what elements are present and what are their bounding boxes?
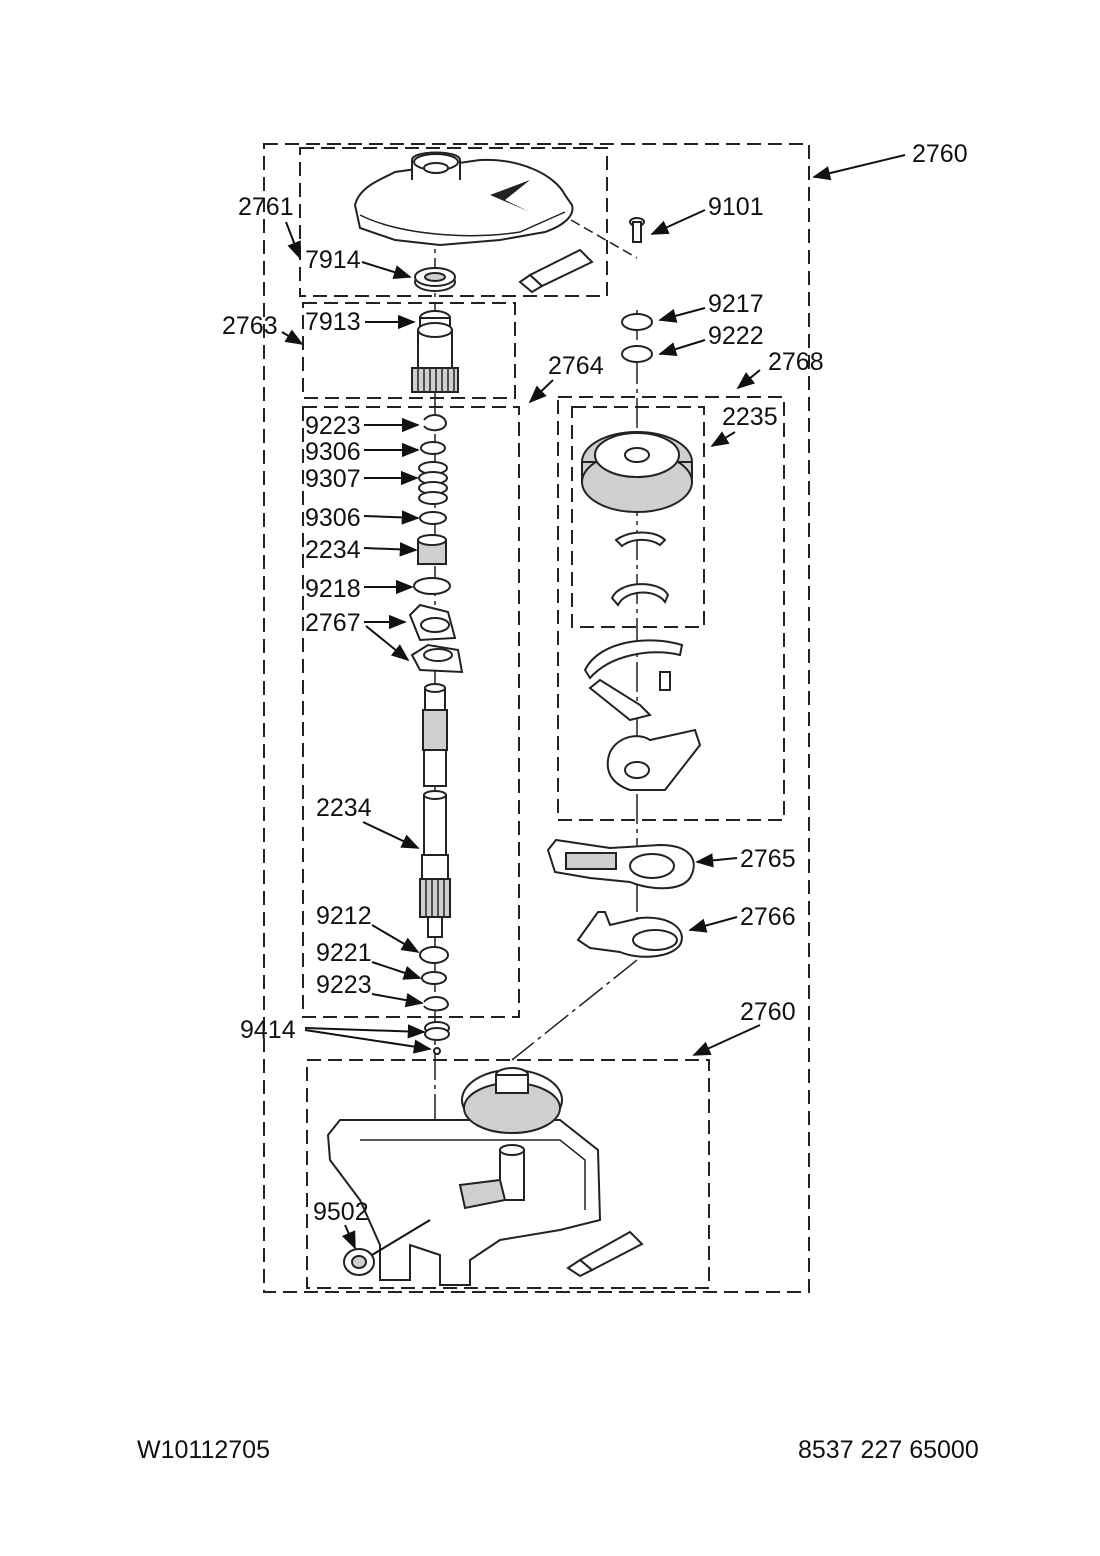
clutch-band-upper xyxy=(614,531,667,548)
callout-9101: 9101 xyxy=(708,193,764,221)
group-box-2764 xyxy=(302,406,520,1018)
seal-9502 xyxy=(343,1248,375,1276)
group-box-2235 xyxy=(571,406,705,628)
retaining-ring-9223-bottom xyxy=(423,996,450,1012)
part-list-number: 8537 227 65000 xyxy=(798,1436,979,1464)
retaining-ring-9223-top xyxy=(423,414,448,432)
clutch-band-lower xyxy=(610,583,670,607)
callout-9306-top: 9306 xyxy=(305,438,361,466)
actuator-2766 xyxy=(576,911,683,958)
spring-9307 xyxy=(418,461,448,505)
brake-shoe-upper xyxy=(583,639,684,680)
callout-2765: 2765 xyxy=(740,845,796,873)
leader-lines xyxy=(281,154,906,1256)
washer-9212 xyxy=(419,946,449,964)
grease-tube-top xyxy=(518,248,594,294)
callout-2764: 2764 xyxy=(548,352,604,380)
washer-9218 xyxy=(413,577,451,595)
group-box-2761 xyxy=(299,147,608,297)
bearing-7913 xyxy=(411,310,459,393)
brake-shoe-lower xyxy=(588,678,652,722)
washer-9306-top xyxy=(420,441,446,455)
washer-9221 xyxy=(421,971,447,985)
grease-tube-bottom xyxy=(566,1230,644,1278)
pin xyxy=(659,671,671,691)
assembly-box-2760 xyxy=(263,143,810,1293)
callout-9414: 9414 xyxy=(240,1016,296,1044)
callout-2235: 2235 xyxy=(722,403,778,431)
callout-2767: 2767 xyxy=(305,609,361,637)
callout-2768: 2768 xyxy=(768,348,824,376)
callout-9212: 9212 xyxy=(316,902,372,930)
callout-7913: 7913 xyxy=(305,308,361,336)
agitator-shaft-2234 xyxy=(419,683,451,938)
callout-9306-bottom: 9306 xyxy=(305,504,361,532)
group-box-2760-base xyxy=(306,1059,710,1289)
callout-2763: 2763 xyxy=(222,312,278,340)
clutch-2767 xyxy=(408,603,464,674)
callout-9502: 9502 xyxy=(313,1198,369,1226)
ring-9217 xyxy=(621,313,653,331)
callout-9223-bottom: 9223 xyxy=(316,971,372,999)
washer-9222 xyxy=(621,345,653,363)
screw-9101 xyxy=(629,217,645,243)
drive-gear-2235 xyxy=(581,431,693,513)
group-box-2768 xyxy=(557,396,785,821)
gearcase-cover xyxy=(353,151,574,247)
gear-2234-small xyxy=(417,534,447,565)
brake-plate xyxy=(606,728,702,791)
document-number: W10112705 xyxy=(137,1436,270,1464)
washer-9306-bottom xyxy=(419,511,447,525)
brake-plate-hole xyxy=(624,761,650,779)
callout-9218: 9218 xyxy=(305,575,361,603)
callout-2760-bottom: 2760 xyxy=(740,998,796,1026)
shift-lever-2765 xyxy=(546,838,695,890)
callout-9307: 9307 xyxy=(305,465,361,493)
callout-9217: 9217 xyxy=(708,290,764,318)
gearcase-base xyxy=(326,1067,602,1286)
callout-2234-gear: 2234 xyxy=(305,536,361,564)
callout-9222: 9222 xyxy=(708,322,764,350)
callout-7914: 7914 xyxy=(305,246,361,274)
callout-2760-top: 2760 xyxy=(912,140,968,168)
axis-link xyxy=(511,959,638,1061)
seal-7914 xyxy=(414,267,456,292)
group-box-2763 xyxy=(302,302,516,399)
callout-2761: 2761 xyxy=(238,193,294,221)
callout-2766: 2766 xyxy=(740,903,796,931)
callout-2234-shaft: 2234 xyxy=(316,794,372,822)
callout-9223-top: 9223 xyxy=(305,412,361,440)
callout-9221: 9221 xyxy=(316,939,372,967)
